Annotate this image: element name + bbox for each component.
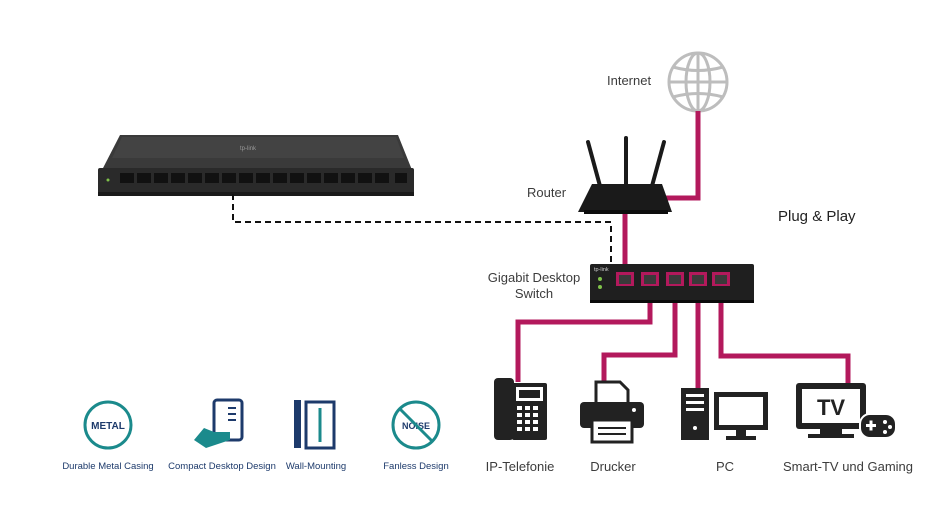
small-switch-brand: tp-link xyxy=(594,267,609,273)
metal-badge: METAL xyxy=(91,421,125,432)
switch-label-line1: Gigabit Desktop xyxy=(487,270,581,285)
feature-label-metal: Durable Metal Casing xyxy=(62,461,154,472)
device-label-ip-phone: IP-Telefonie xyxy=(485,459,555,474)
feature-label-compact: Compact Desktop Design xyxy=(168,461,276,472)
large-switch-brand: tp-link xyxy=(240,146,257,152)
switch-label-line2: Switch xyxy=(514,286,554,301)
metal-icon: METAL xyxy=(83,400,133,450)
large-switch: tp-link xyxy=(98,135,414,196)
router-label: Router xyxy=(527,185,567,200)
gamepad-icon xyxy=(859,413,897,439)
feature-label-fanless: Fanless Design xyxy=(383,461,449,472)
dashed-link xyxy=(232,194,612,282)
printer-icon xyxy=(580,380,644,444)
fanless-icon: NOISE xyxy=(391,400,441,450)
smart-tv-icon: TV xyxy=(796,383,866,438)
device-label-pc: PC xyxy=(715,459,735,474)
plug-and-play-label: Plug & Play xyxy=(778,208,856,225)
device-label-smart-tv: Smart-TV und Gaming xyxy=(782,459,914,474)
wall-mounting-icon xyxy=(294,400,336,450)
cables xyxy=(515,111,851,392)
switch-label: Gigabit Desktop Switch xyxy=(484,270,584,302)
router-icon xyxy=(578,136,672,214)
large-switch-ports xyxy=(120,173,407,183)
tv-badge: TV xyxy=(817,395,845,420)
device-label-printer: Drucker xyxy=(590,459,636,474)
internet-label: Internet xyxy=(607,73,652,88)
feature-label-wall: Wall-Mounting xyxy=(285,461,347,472)
pc-icon xyxy=(681,388,768,440)
globe-icon xyxy=(667,51,729,113)
ip-phone-icon xyxy=(494,378,547,440)
small-switch: tp-link xyxy=(590,264,754,303)
compact-desktop-icon xyxy=(194,398,244,448)
